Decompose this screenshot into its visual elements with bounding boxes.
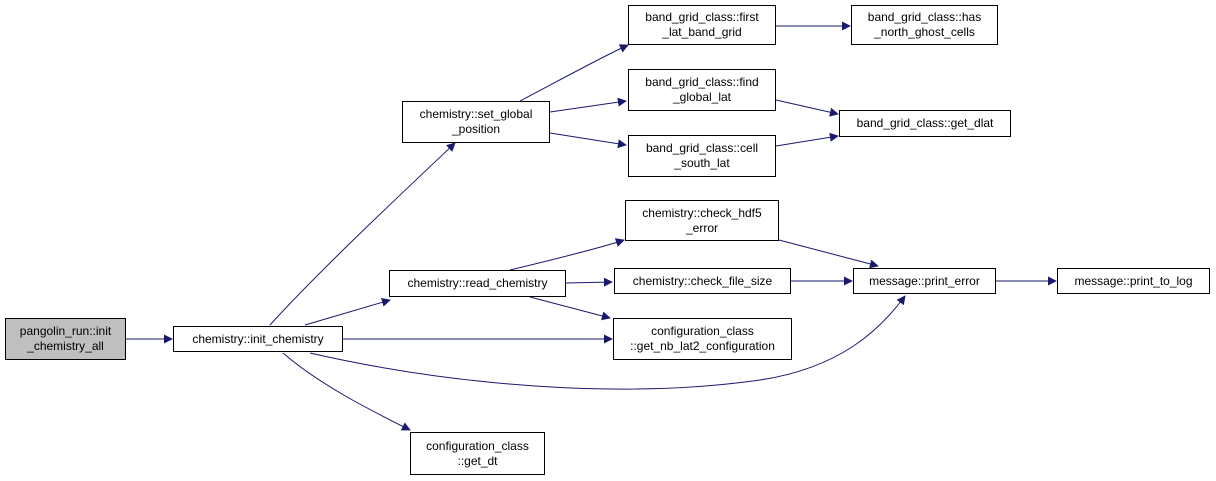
node-label-line1: configuration_class [426,438,529,453]
edge-cell-south-to-get-dlat [775,132,839,147]
edge-init-chemistry-to-print-error [309,295,906,390]
node-label-line2: _chemistry_all [27,339,104,353]
node-band-grid-class-cell-south-lat[interactable]: band_grid_class::cell _south_lat [628,135,776,177]
node-label-line1: chemistry::set_global [419,107,533,121]
node-label: message::print_to_log [1074,273,1193,288]
node-chemistry-init-chemistry[interactable]: chemistry::init_chemistry [173,326,343,352]
node-label: message::print_error [869,273,980,288]
node-configuration-class-get-nb-lat2-configuration[interactable]: configuration_class ::get_nb_lat2_config… [613,318,792,360]
node-label-line1: band_grid_class::has [867,10,982,24]
node-label-line2: _error [685,220,718,235]
node-band-grid-class-has-north-ghost-cells[interactable]: band_grid_class::has _north_ghost_cells [851,5,998,45]
node-chemistry-read-chemistry[interactable]: chemistry::read_chemistry [389,270,566,297]
node-message-print-error[interactable]: message::print_error [853,268,996,294]
node-configuration-class-get-dt[interactable]: configuration_class ::get_dt [410,432,545,475]
edge-init-chemistry-to-read-chemistry [304,297,391,326]
node-chemistry-set-global-position[interactable]: chemistry::set_global _position [402,101,550,143]
node-label-line2: _north_ghost_cells [874,25,975,39]
node-label-line2: _global_lat [672,90,732,104]
node-band-grid-class-first-lat-band-grid[interactable]: band_grid_class::first _lat_band_grid [628,5,776,45]
node-band-grid-class-get-dlat[interactable]: band_grid_class::get_dlat [839,110,1011,137]
node-chemistry-check-file-size[interactable]: chemistry::check_file_size [614,268,791,294]
node-band-grid-class-find-global-lat[interactable]: band_grid_class::find _global_lat [628,69,776,111]
node-label-line1: pangolin_run::init [19,324,112,338]
edge-find-global-to-get-dlat [775,99,839,117]
node-label-line2: _south_lat [674,156,730,170]
edge-set-global-to-first-lat [519,44,629,102]
edge-set-global-to-cell-south [549,132,627,149]
edge-read-to-get-nb-lat2 [529,296,611,321]
edge-read-to-check-file-size [565,277,613,287]
node-label-line2: ::get_dt [457,453,498,468]
edge-init-chemistry-to-set-global-position [269,142,456,326]
node-label-line2: _lat_band_grid [662,25,742,39]
node-label: chemistry::read_chemistry [407,276,548,290]
node-message-print-to-log[interactable]: message::print_to_log [1057,268,1210,294]
node-label-line2: _position [451,122,501,136]
edge-read-to-check-hdf5 [509,238,625,271]
edge-check-hdf5-to-print-error [778,239,879,269]
node-label-line2: ::get_nb_lat2_configuration [630,339,775,353]
node-label: chemistry::check_file_size [632,273,773,288]
node-label: chemistry::init_chemistry [192,331,324,346]
node-label-line1: band_grid_class::cell [645,141,759,155]
node-label-line1: band_grid_class::find [645,75,759,89]
node-chemistry-check-hdf5-error[interactable]: chemistry::check_hdf5 _error [625,200,779,241]
node-pangolin-run-init-chemistry-all: pangolin_run::init _chemistry_all [5,318,126,360]
node-label: band_grid_class::get_dlat [856,116,994,130]
node-label-line1: chemistry::check_hdf5 [642,205,762,220]
edge-init-chemistry-to-get-dt [282,352,411,431]
node-label-line1: configuration_class [651,324,754,338]
edge-set-global-to-find-global [549,97,627,113]
node-label-line1: band_grid_class::first [645,10,759,24]
